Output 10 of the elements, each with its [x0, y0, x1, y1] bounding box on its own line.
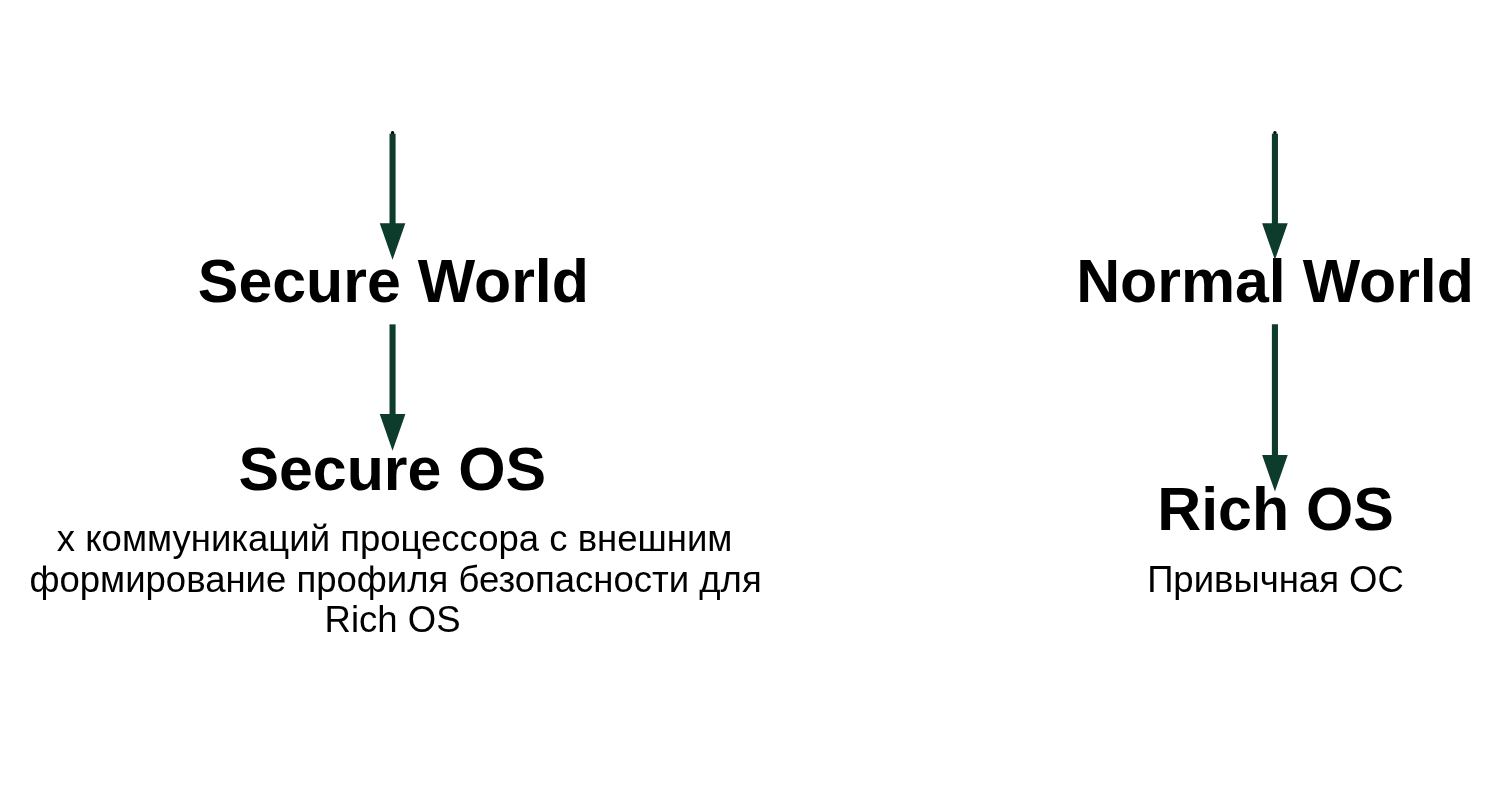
node-text: Normal World — [1076, 246, 1474, 315]
node-text: Rich OS — [1157, 474, 1394, 543]
arrow — [1262, 323, 1288, 491]
node-label: х коммуникаций процессора с внешним формирование профиля безопасности для Rich OS — [29, 517, 762, 640]
arrow — [379, 133, 406, 260]
node-text: Secure OS — [238, 434, 547, 503]
arrow — [379, 323, 406, 451]
node-label: Привычная ОС — [1147, 558, 1404, 600]
arrow — [1262, 133, 1288, 260]
node-text: Secure World — [197, 246, 589, 315]
